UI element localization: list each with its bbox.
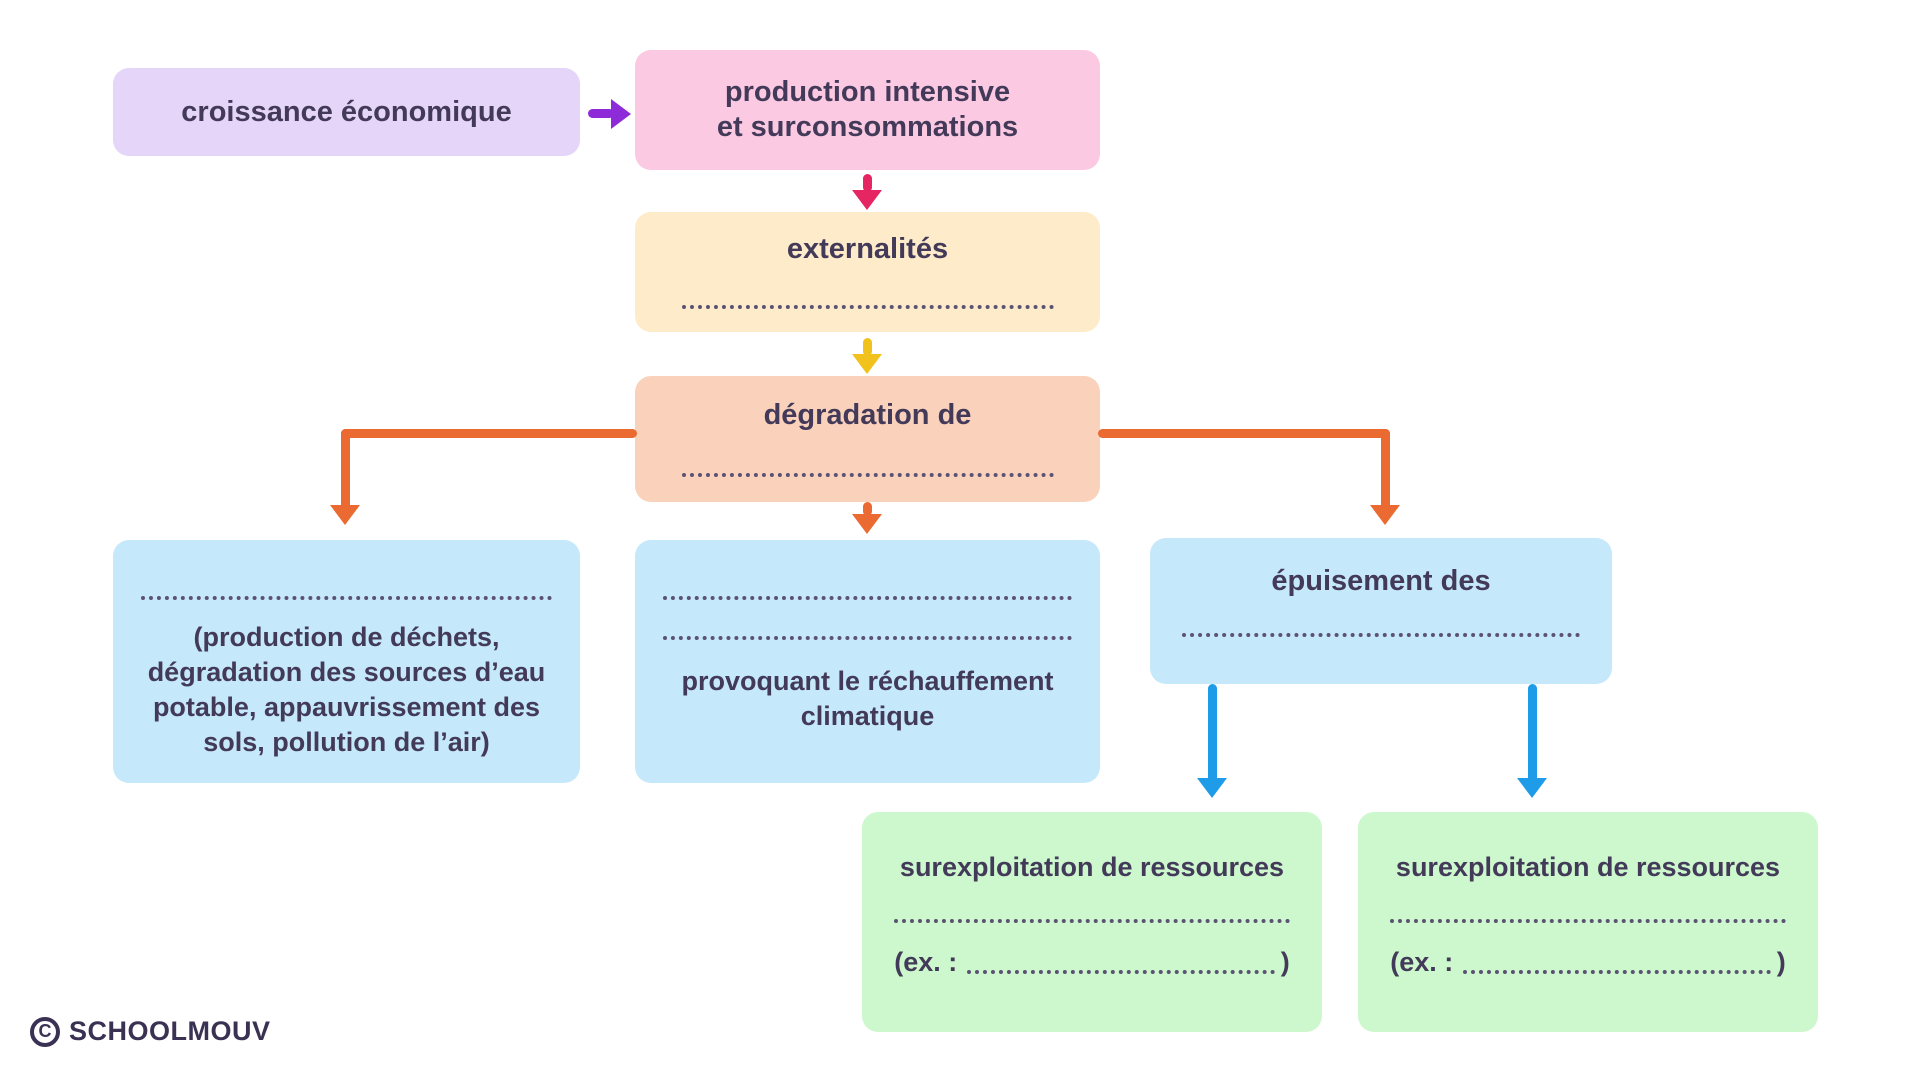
arrow-head-down-icon	[1517, 778, 1547, 798]
arrow-shaft	[1528, 684, 1537, 782]
node-externalites: externalités	[635, 212, 1100, 332]
node-surexploitation-2: surexploitation de ressources (ex. : )	[1358, 812, 1818, 1032]
node-label: croissance économique	[181, 95, 512, 128]
fill-in-blank-line	[967, 970, 1275, 975]
example-prefix: (ex. :	[1390, 947, 1454, 978]
brand-name: SCHOOLMOUV	[69, 1016, 271, 1046]
schoolmouv-logo: C SCHOOLMOUV	[30, 1016, 271, 1047]
arrow-head-down-icon	[330, 505, 360, 525]
arrow-head-down-icon	[1197, 778, 1227, 798]
node-label: dégradation de	[763, 399, 972, 431]
arrow-shaft	[1208, 684, 1217, 782]
arrow-head-down-icon	[852, 514, 882, 534]
node-epuisement-des: épuisement des	[1150, 538, 1612, 684]
arrow-head-down-icon	[852, 190, 882, 210]
arrow-shaft	[588, 109, 614, 118]
arrow-shaft	[863, 502, 872, 516]
example-line: (ex. : )	[894, 947, 1290, 978]
fill-in-blank-line	[894, 919, 1290, 924]
arrow-shaft	[863, 174, 872, 192]
arrow-head-down-icon	[852, 354, 882, 374]
example-line: (ex. : )	[1390, 947, 1786, 978]
copyright-letter: C	[38, 1021, 52, 1041]
node-title: surexploitation de ressources	[1395, 852, 1781, 882]
node-label: externalités	[786, 233, 949, 265]
arrow-shaft	[341, 429, 637, 438]
fill-in-blank-line	[662, 636, 1073, 640]
node-surexploitation-1: surexploitation de ressources (ex. : )	[862, 812, 1322, 1032]
fill-in-blank-line	[662, 596, 1073, 600]
arrow-shaft	[1098, 429, 1390, 438]
copyright-icon: C	[30, 1016, 60, 1047]
arrow-shaft	[1381, 429, 1390, 509]
example-prefix: (ex. :	[894, 947, 958, 978]
node-detail-text: (production de déchets, dégradation des …	[147, 622, 546, 758]
fill-in-blank-line	[141, 596, 552, 600]
fill-in-blank-line	[1463, 970, 1771, 975]
node-label: épuisement des	[1271, 565, 1491, 597]
arrow-shaft	[341, 429, 350, 509]
example-suffix: )	[1280, 947, 1290, 978]
node-label-line1: production intensive	[724, 76, 1011, 109]
fill-in-blank-line	[681, 304, 1054, 309]
node-label-line2: et surconsommations	[716, 111, 1019, 143]
node-rechauffement-climatique: provoquant le réchauffement climatique	[635, 540, 1100, 783]
fill-in-blank-line	[1390, 919, 1786, 924]
node-degradation-de: dégradation de	[635, 376, 1100, 502]
node-production-intensive: production intensive et surconsommations	[635, 50, 1100, 170]
node-title: surexploitation de ressources	[899, 852, 1285, 882]
arrow-head-right-icon	[611, 99, 631, 129]
node-pollution-detail: (production de déchets, dégradation des …	[113, 540, 580, 783]
node-detail-text: provoquant le réchauffement climatique	[681, 666, 1054, 732]
node-croissance-economique: croissance économique	[113, 68, 580, 156]
arrow-shaft	[863, 338, 872, 356]
example-suffix: )	[1776, 947, 1786, 978]
fill-in-blank-line	[681, 472, 1054, 477]
fill-in-blank-line	[1182, 632, 1580, 637]
arrow-head-down-icon	[1370, 505, 1400, 525]
